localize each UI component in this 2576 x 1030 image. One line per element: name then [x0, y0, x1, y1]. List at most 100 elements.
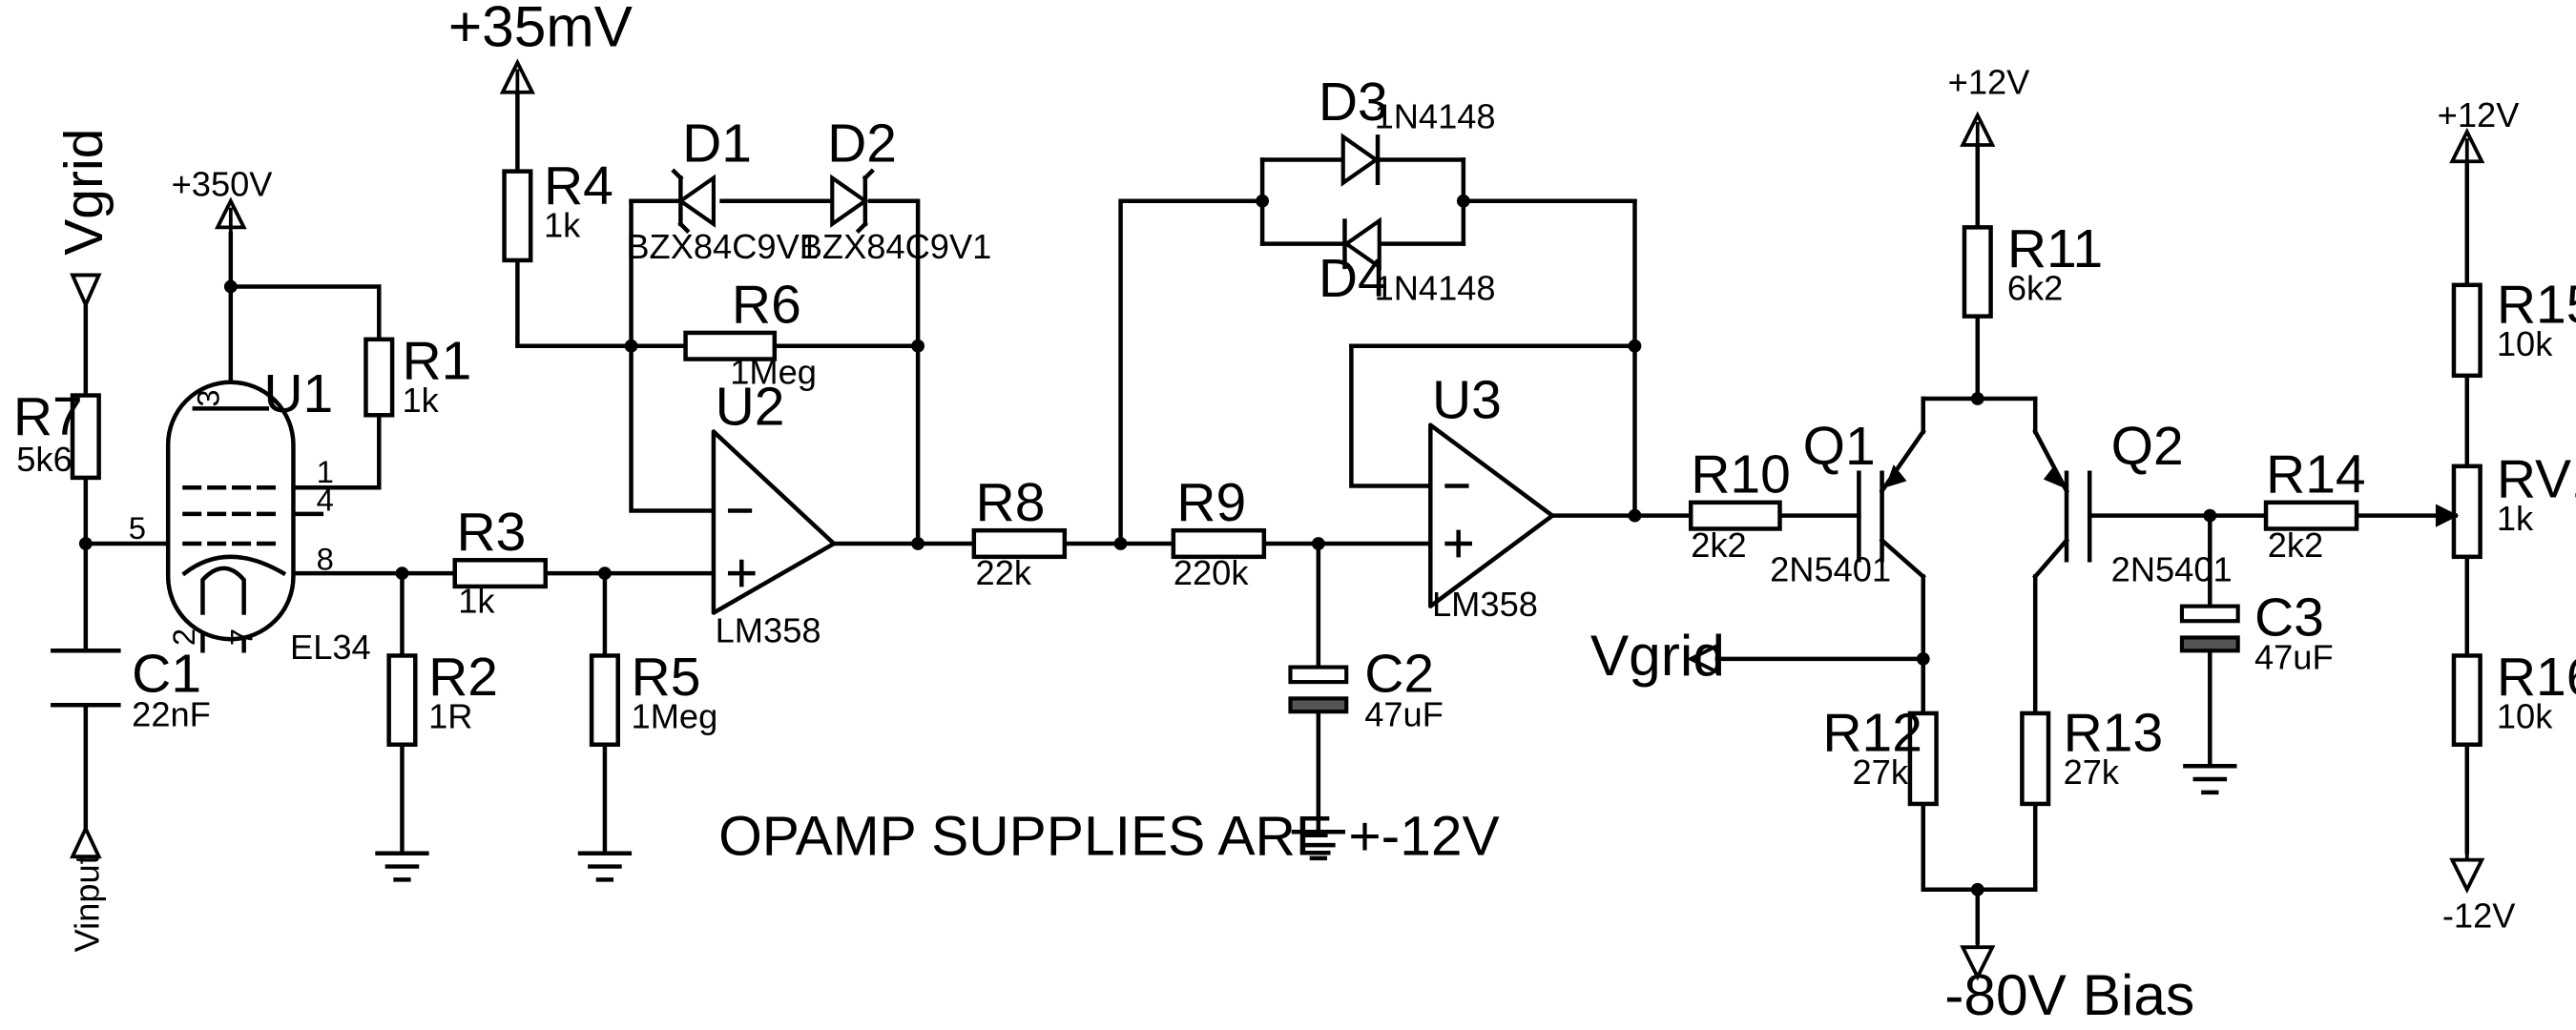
r12-resistor: [1907, 711, 1939, 807]
r5-value: 1Meg: [632, 696, 718, 735]
r6-value: 1Meg: [730, 352, 817, 391]
u2-ref: U2: [716, 377, 785, 438]
u1-value: EL34: [290, 628, 371, 667]
r16-ref: R16: [2497, 647, 2576, 708]
vinput-arrow: [70, 824, 102, 859]
rail-neg12v-label: -12V: [2442, 896, 2516, 935]
r10-value: 2k2: [1691, 525, 1746, 565]
rail-12v-q-arrow: [1960, 111, 1996, 149]
r7-value: 5k6: [16, 440, 72, 479]
rv1-ref: RV1: [2497, 449, 2576, 510]
c2-capacitor: [1288, 665, 1349, 714]
r10-resistor: [1688, 500, 1782, 531]
r11-resistor: [1962, 225, 1993, 319]
r4-value: 1k: [544, 206, 581, 245]
r2-resistor: [386, 653, 418, 747]
r2-value: 1R: [428, 696, 472, 735]
u1-pin4: 4: [317, 482, 334, 517]
q1-value: 2N5401: [1770, 550, 1891, 589]
junction-dots: [78, 194, 2217, 896]
r13-resistor: [2020, 711, 2051, 807]
vgrid-in-label: Vgrid: [53, 129, 114, 256]
c3-ref: C3: [2254, 587, 2324, 649]
r13-value: 27k: [2064, 752, 2120, 792]
vgrid-in-arrow: [70, 273, 102, 310]
r1-value: 1k: [402, 381, 439, 420]
d2-zener-diode: [830, 168, 875, 234]
rail-350v-arrow: [214, 196, 247, 235]
c3-value: 47uF: [2254, 637, 2334, 676]
r6-ref: R6: [732, 275, 801, 336]
r11-ref: R11: [2007, 218, 2103, 279]
rail-bias-label: -80V Bias: [1944, 962, 2194, 1027]
r11-value: 6k2: [2007, 268, 2063, 307]
d1-ref: D1: [682, 113, 752, 174]
rail-neg12v-arrow: [2449, 852, 2485, 894]
rail-35mv-label: +35mV: [448, 0, 634, 58]
q1-ref: Q1: [1803, 416, 1876, 477]
r10-ref: R10: [1691, 443, 1791, 505]
r9-resistor: [1171, 527, 1267, 560]
d1-zener-diode: [671, 168, 716, 234]
r6-resistor: [683, 330, 778, 361]
r12-ref: R12: [1822, 703, 1922, 764]
wire-network: [83, 93, 2470, 945]
u1-pin5: 5: [129, 510, 146, 546]
ground-r2-symbol: [375, 851, 429, 882]
c1-value: 22nF: [132, 695, 211, 734]
rv1-potentiometer: [2435, 464, 2483, 560]
d2-ref: D2: [827, 113, 897, 174]
c2-ref: C2: [1364, 643, 1434, 704]
ground-c3-symbol: [2183, 763, 2237, 795]
d2-value: BZX84C9V1: [800, 227, 992, 266]
d3-ref: D3: [1319, 72, 1388, 133]
ground-r5-symbol: [577, 851, 633, 882]
r14-resistor: [2263, 500, 2359, 531]
r9-ref: R9: [1176, 472, 1246, 533]
r4-resistor: [502, 169, 533, 263]
r12-value: 27k: [1852, 752, 1908, 792]
r7-resistor: [70, 393, 101, 481]
r1-resistor: [364, 337, 395, 418]
r4-ref: R4: [544, 155, 613, 216]
u3-value: LM358: [1432, 585, 1538, 624]
rail-12v-rv-label: +12V: [2438, 95, 2521, 134]
rail-12v-rv-arrow: [2449, 127, 2485, 165]
d1-value: BZX84C9V1: [626, 227, 819, 266]
q2-ref: Q2: [2111, 416, 2184, 477]
r14-value: 2k2: [2268, 525, 2323, 565]
supplies-note: OPAMP SUPPLIES ARE +-12V: [718, 805, 1500, 867]
rail-350v-label: +350V: [172, 165, 274, 204]
vgrid-out-arrow: [1686, 643, 1719, 675]
r1-ref: R1: [402, 330, 471, 391]
r3-resistor: [452, 558, 548, 589]
d4-ref: D4: [1319, 248, 1388, 309]
q1-transistor: [1857, 428, 1926, 580]
r15-ref: R15: [2497, 275, 2576, 336]
r5-ref: R5: [632, 647, 701, 708]
u1-pin8: 8: [317, 542, 334, 577]
r13-ref: R13: [2064, 703, 2164, 764]
r3-value: 1k: [458, 582, 495, 621]
rail-12v-q-label: +12V: [1948, 62, 2031, 101]
u2-value: LM358: [716, 611, 821, 650]
r14-ref: R14: [2266, 443, 2366, 505]
r15-value: 10k: [2497, 324, 2553, 363]
ground-c2-symbol: [1291, 830, 1345, 861]
r15-resistor: [2451, 282, 2483, 379]
r16-value: 10k: [2497, 696, 2553, 735]
r9-value: 220k: [1174, 553, 1250, 592]
c2-value: 47uF: [1364, 695, 1444, 734]
u1-pin7: 7: [223, 628, 259, 646]
d3-diode: [1340, 133, 1381, 187]
r2-ref: R2: [428, 647, 498, 708]
r8-resistor: [971, 527, 1068, 560]
u1-pin2: 2: [166, 628, 201, 646]
u1-ref: U1: [263, 363, 333, 424]
r7-ref: R7: [13, 386, 83, 447]
u2-opamp: [711, 429, 837, 615]
rv1-value: 1k: [2497, 499, 2534, 538]
u1-pin3: 3: [191, 389, 226, 406]
u1-pin1: 1: [317, 454, 334, 489]
